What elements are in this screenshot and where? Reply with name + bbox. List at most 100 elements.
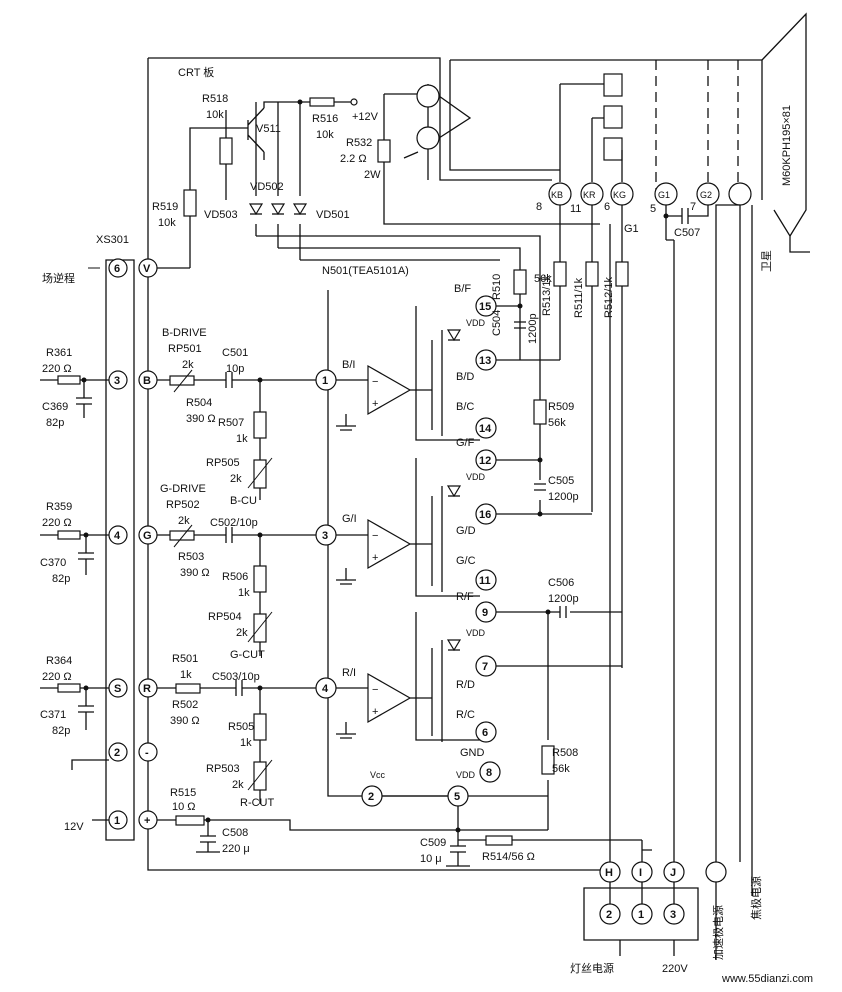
svg-text:9: 9 — [482, 607, 488, 619]
svg-text:C371: C371 — [40, 709, 66, 721]
xs301-connector — [105, 259, 135, 841]
bottom-connector: H I J 2 1 3 灯丝电源 220V — [570, 204, 741, 975]
svg-text:4: 4 — [322, 683, 329, 695]
svg-text:R507: R507 — [218, 417, 244, 429]
svg-text:R508: R508 — [552, 747, 578, 759]
svg-text:R/D: R/D — [456, 679, 475, 691]
svg-text:B/C: B/C — [456, 401, 474, 413]
svg-text:82p: 82p — [52, 573, 70, 585]
svg-text:G/I: G/I — [342, 513, 357, 525]
svg-text:VDD: VDD — [456, 770, 476, 780]
svg-text:6: 6 — [482, 727, 488, 739]
svg-text:4: 4 — [114, 530, 121, 542]
svg-text:14: 14 — [479, 423, 492, 435]
board-bus — [147, 58, 620, 871]
svg-text:C501: C501 — [222, 347, 248, 359]
svg-text:C504: C504 — [491, 310, 503, 336]
svg-text:10 Ω: 10 Ω — [172, 801, 196, 813]
svg-text:−: − — [372, 376, 378, 388]
svg-text:3: 3 — [114, 375, 120, 387]
svg-text:10k: 10k — [158, 217, 176, 229]
svg-text:+: + — [372, 398, 378, 410]
svg-text:C505: C505 — [548, 475, 574, 487]
label-xs301: XS301 — [96, 234, 129, 246]
svg-text:R512/1k: R512/1k — [603, 277, 615, 318]
svg-text:390 Ω: 390 Ω — [186, 413, 216, 425]
svg-text:J: J — [670, 867, 676, 879]
svg-text:3: 3 — [322, 530, 328, 542]
svg-text:R506: R506 — [222, 571, 248, 583]
svg-text:1k: 1k — [180, 669, 192, 681]
svg-text:RP503: RP503 — [206, 763, 240, 775]
watermark: www.55dianzi.com — [721, 973, 813, 985]
svg-text:C369: C369 — [42, 401, 68, 413]
svg-text:N501(TEA5101A): N501(TEA5101A) — [322, 265, 409, 277]
svg-text:2.2 Ω: 2.2 Ω — [340, 153, 367, 165]
svg-text:C506: C506 — [548, 577, 574, 589]
ground-wire: 卫星 — [760, 209, 810, 272]
svg-text:Vcc: Vcc — [370, 770, 386, 780]
ground-pin-2 — [71, 759, 109, 770]
svg-text:220 Ω: 220 Ω — [42, 363, 72, 375]
svg-text:G-DRIVE: G-DRIVE — [160, 483, 206, 495]
label-crt-tube: M60KPH195×81 — [781, 105, 793, 186]
svg-text:1200p: 1200p — [548, 593, 579, 605]
xs301-pins: 6 3 4 S 2 1 — [108, 258, 128, 830]
svg-text:KR: KR — [583, 190, 596, 200]
svg-text:2: 2 — [114, 747, 120, 759]
svg-text:+: + — [372, 552, 378, 564]
svg-text:R519: R519 — [152, 201, 178, 213]
svg-text:KB: KB — [551, 190, 563, 200]
svg-text:2k: 2k — [232, 779, 244, 791]
svg-text:卫星: 卫星 — [760, 250, 773, 272]
svg-text:2: 2 — [606, 909, 612, 921]
svg-text:8: 8 — [536, 201, 542, 213]
heater-connector — [403, 84, 472, 159]
svg-text:R509: R509 — [548, 401, 574, 413]
svg-text:G1: G1 — [624, 223, 639, 235]
svg-text:B: B — [143, 375, 151, 387]
svg-text:C507: C507 — [674, 227, 700, 239]
svg-text:VD501: VD501 — [316, 209, 350, 221]
svg-text:VD502: VD502 — [250, 181, 284, 193]
svg-text:R/C: R/C — [456, 709, 475, 721]
svg-text:R502: R502 — [172, 699, 198, 711]
svg-text:R364: R364 — [46, 655, 72, 667]
diode-array: VD502 VD503 VD501 — [204, 102, 541, 298]
crt-neck: M60KPH195×81 — [449, 12, 807, 237]
r532: R532 2.2 Ω 2W — [340, 93, 600, 225]
svg-text:B/F: B/F — [454, 283, 471, 295]
svg-text:R510: R510 — [491, 274, 503, 300]
svg-text:R505: R505 — [228, 721, 254, 733]
svg-text:B/D: B/D — [456, 371, 474, 383]
svg-text:C370: C370 — [40, 557, 66, 569]
svg-text:B/I: B/I — [342, 359, 355, 371]
svg-text:RP505: RP505 — [206, 457, 240, 469]
svg-text:6: 6 — [604, 201, 610, 213]
svg-text:G/D: G/D — [456, 525, 476, 537]
svg-text:G: G — [143, 530, 152, 542]
svg-text:13: 13 — [479, 355, 491, 367]
svg-text:R514/56 Ω: R514/56 Ω — [482, 851, 535, 863]
svg-text:2k: 2k — [236, 627, 248, 639]
svg-text:1: 1 — [114, 815, 120, 827]
svg-text:V511: V511 — [256, 123, 281, 135]
svg-text:390 Ω: 390 Ω — [180, 567, 210, 579]
svg-text:+: + — [144, 815, 150, 827]
svg-text:R501: R501 — [172, 653, 198, 665]
svg-text:R513/1k: R513/1k — [541, 275, 553, 316]
svg-text:7: 7 — [690, 201, 696, 213]
svg-text:10p: 10p — [226, 363, 244, 375]
svg-text:15: 15 — [479, 301, 491, 313]
svg-text:C502/10p: C502/10p — [210, 517, 258, 529]
svg-text:1k: 1k — [240, 737, 252, 749]
svg-text:11: 11 — [570, 203, 581, 215]
svg-text:G1: G1 — [658, 190, 670, 200]
svg-text:S: S — [114, 683, 121, 695]
svg-text:G-CUT: G-CUT — [230, 649, 265, 661]
svg-text:2k: 2k — [182, 359, 194, 371]
svg-text:R361: R361 — [46, 347, 72, 359]
r-drive-network: R501 1k C503/10p R502 390 Ω R505 1k RP50… — [157, 653, 316, 809]
svg-text:R/I: R/I — [342, 667, 356, 679]
